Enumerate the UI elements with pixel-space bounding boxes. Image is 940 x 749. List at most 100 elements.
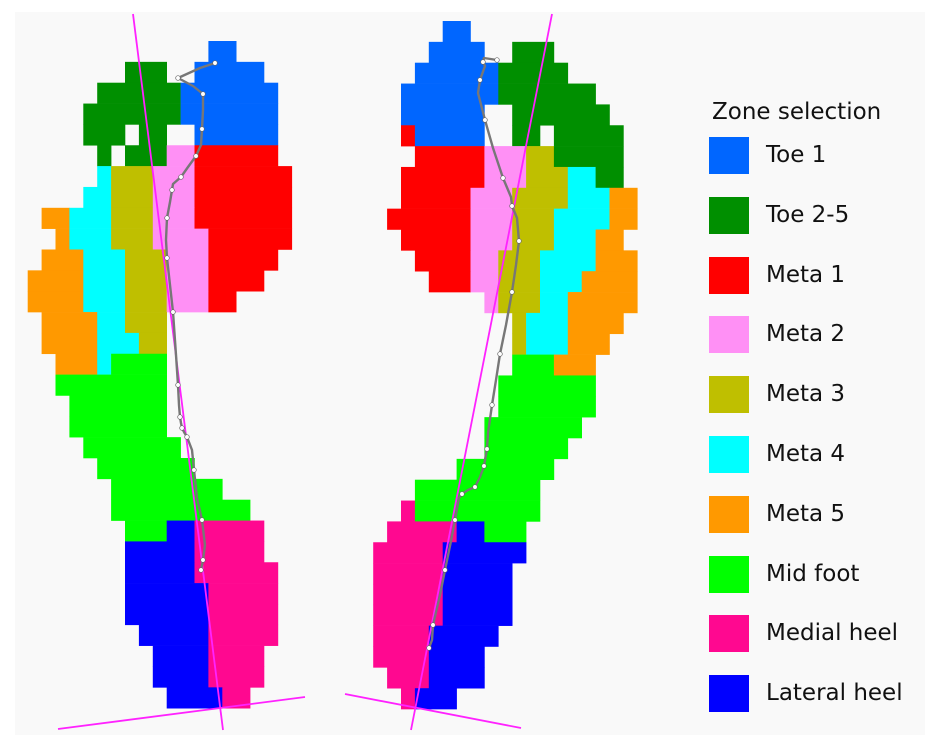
zone-cell-lateral-heel	[428, 667, 485, 689]
zone-cell-meta-1	[208, 270, 265, 292]
zone-cell-meta-3	[111, 166, 154, 188]
legend-item-meta-3[interactable]: Meta 3	[709, 376, 929, 414]
zone-cell-mid-foot	[414, 479, 541, 501]
zone-cell-toe-1	[208, 41, 237, 63]
zone-cell-toe-2-5	[512, 125, 541, 147]
right-foot-pressure-trajectory	[427, 56, 521, 649]
trajectory-point	[200, 91, 206, 97]
trajectory-point	[177, 414, 183, 420]
zone-cell-meta-1	[194, 186, 293, 209]
zone-cell-mid-foot	[69, 395, 167, 417]
zone-cell-meta-1	[208, 228, 293, 250]
color-swatch	[709, 376, 749, 414]
trajectory-point	[480, 59, 486, 65]
zone-cell-meta-4	[97, 166, 112, 188]
zone-cell-toe-1	[428, 41, 485, 63]
left-foot-zones	[27, 41, 293, 709]
zone-cell-medial-heel	[401, 500, 416, 522]
zone-cell-medial-heel	[194, 562, 279, 584]
zone-cell-mid-foot	[125, 520, 167, 542]
zone-cell-meta-3	[512, 208, 555, 230]
color-swatch	[709, 495, 749, 533]
zone-cell-meta-3	[512, 333, 527, 355]
zone-cell-meta-2	[470, 229, 513, 251]
zone-cell-lateral-heel	[428, 625, 499, 647]
zone-cell-meta-5	[581, 271, 638, 293]
legend-item-meta-5[interactable]: Meta 5	[709, 495, 929, 533]
legend-item-meta-4[interactable]: Meta 4	[709, 436, 929, 473]
zone-cell-medial-heel	[387, 521, 457, 543]
zone-cell-medial-heel	[208, 666, 265, 688]
zone-cell-meta-4	[526, 333, 569, 355]
zone-cell-toe-2-5	[125, 145, 167, 167]
zone-cell-medial-heel	[194, 520, 265, 542]
zone-cell-meta-4	[567, 166, 596, 189]
trajectory-point	[193, 153, 199, 159]
trajectory-point	[500, 175, 506, 181]
right-foot-heel-base-line	[344, 693, 522, 729]
zone-cell-meta-1	[387, 208, 471, 230]
legend-item-meta-2[interactable]: Meta 2	[709, 316, 929, 354]
zone-cell-meta-4	[553, 229, 596, 251]
zone-cell-meta-3	[111, 228, 154, 250]
zone-cell-meta-5	[27, 270, 84, 292]
trajectory-point	[509, 289, 515, 295]
zone-cell-toe-1	[194, 61, 265, 83]
trajectory-point	[199, 126, 205, 132]
legend-item-medial-heel[interactable]: Medial heel	[709, 615, 929, 653]
zone-cell-lateral-heel	[138, 624, 209, 646]
zone-cell-toe-2-5	[498, 62, 569, 84]
zone-cell-meta-2	[152, 186, 195, 209]
legend-item-mid-foot[interactable]: Mid foot	[709, 555, 929, 593]
zone-cell-meta-3	[125, 291, 167, 313]
zone-cell-meta-5	[567, 312, 624, 335]
trajectory-point	[200, 557, 206, 563]
zone-cell-medial-heel	[387, 667, 430, 689]
zone-cell-mid-foot	[111, 478, 223, 500]
legend-label: Medial heel	[766, 620, 899, 647]
zone-cell-toe-2-5	[512, 104, 610, 126]
zone-cell-meta-4	[567, 187, 610, 209]
zone-cell-toe-2-5	[125, 61, 167, 83]
zone-cell-medial-heel	[208, 624, 279, 646]
trajectory-point	[164, 215, 170, 221]
legend-item-toe-1[interactable]: Toe 1	[709, 137, 929, 174]
zone-cell-meta-2	[470, 271, 499, 293]
legend-label: Meta 1	[766, 261, 846, 288]
trajectory-point	[426, 645, 432, 651]
zone-cell-medial-heel	[194, 541, 265, 563]
zone-cell-lateral-heel	[456, 521, 485, 543]
color-swatch	[709, 555, 749, 593]
zone-cell-meta-5	[567, 292, 638, 314]
right-foot-foot-axis-line	[410, 13, 553, 731]
zone-cell-lateral-heel	[442, 583, 513, 606]
zone-cell-meta-5	[595, 229, 624, 251]
zone-cell-meta-3	[498, 271, 541, 293]
legend-item-toe-2-5[interactable]: Toe 2-5	[709, 196, 929, 234]
zone-cell-meta-5	[41, 249, 84, 271]
zone-cell-meta-1	[401, 125, 416, 147]
zone-cell-meta-1	[208, 249, 279, 271]
legend-item-meta-1[interactable]: Meta 1	[709, 256, 929, 294]
zone-cell-mid-foot	[111, 499, 251, 521]
zone-cell-meta-3	[111, 186, 154, 209]
zone-cell-toe-2-5	[138, 124, 167, 146]
zone-cell-toe-1	[194, 124, 279, 146]
zone-cell-meta-2	[470, 250, 499, 272]
zone-cell-meta-1	[401, 166, 485, 189]
zone-cell-toe-2-5	[498, 83, 596, 105]
legend-title: Zone selection	[712, 99, 882, 125]
zone-cell-meta-2	[470, 208, 513, 230]
zone-cell-medial-heel	[373, 542, 443, 564]
zone-cell-meta-3	[125, 312, 167, 334]
zone-cell-toe-2-5	[553, 125, 624, 147]
zone-cell-lateral-heel	[428, 646, 485, 668]
zone-cell-medial-heel	[373, 583, 443, 606]
zone-cell-meta-4	[83, 270, 126, 292]
trajectory-point	[459, 491, 465, 497]
zone-cell-mid-foot	[498, 396, 596, 418]
zone-cell-lateral-heel	[442, 542, 527, 564]
legend-item-lateral-heel[interactable]: Lateral heel	[709, 675, 929, 713]
legend-label: Meta 5	[766, 500, 846, 527]
legend-label: Meta 2	[766, 321, 846, 348]
